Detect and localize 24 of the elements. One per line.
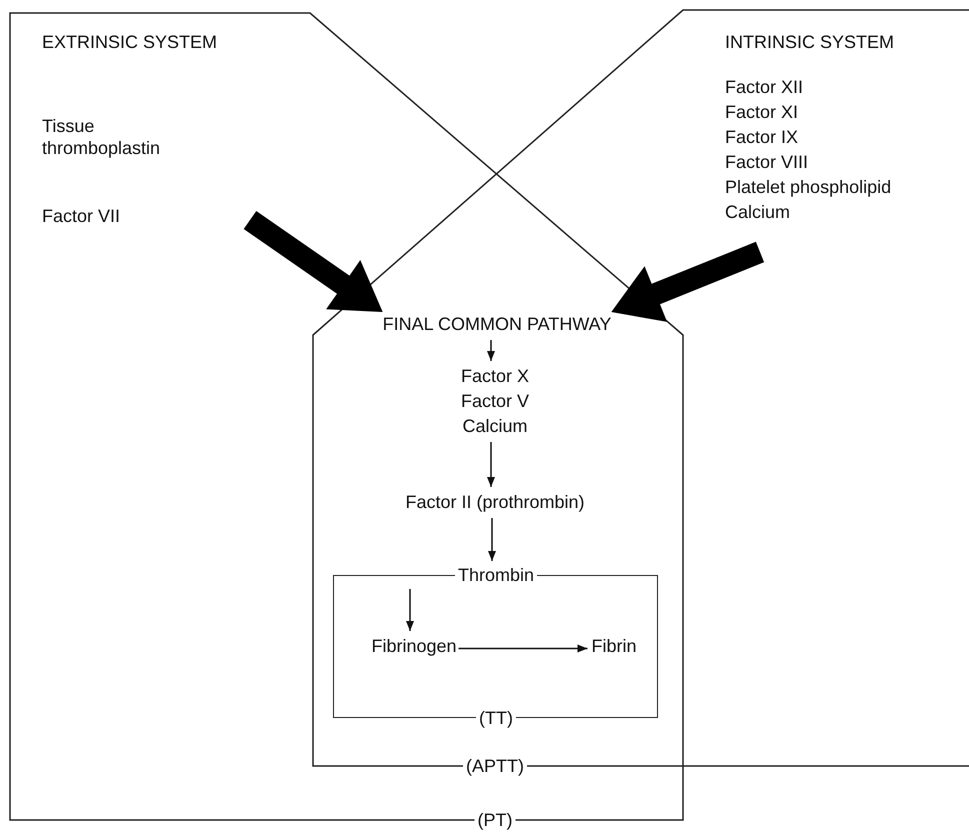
factor-label: Fibrinogen	[371, 635, 457, 658]
pathway-heading: FINAL COMMON PATHWAY	[382, 313, 612, 336]
arrow	[406, 589, 414, 631]
factor-label: Factor X	[460, 365, 530, 388]
factor-label: Calcium	[461, 415, 528, 438]
factor-label: Factor II (prothrombin)	[405, 491, 585, 514]
arrow	[244, 211, 383, 312]
arrow	[487, 442, 495, 487]
system-heading: INTRINSIC SYSTEM	[725, 31, 894, 54]
factor-label: Factor V	[460, 390, 530, 413]
arrow	[611, 242, 764, 322]
factor-label: Factor VII	[42, 205, 122, 228]
factor-label: Calcium	[725, 201, 792, 224]
arrow	[458, 644, 588, 652]
system-heading: EXTRINSIC SYSTEM	[42, 31, 218, 54]
factor-label: Factor VIII	[725, 151, 810, 174]
arrow	[487, 340, 495, 361]
product-label: Fibrin	[592, 635, 636, 658]
factor-label: Platelet phospholipid	[725, 176, 892, 199]
factor-label: Factor XI	[725, 101, 800, 124]
factor-label: Factor XII	[725, 76, 804, 99]
arrow	[488, 518, 496, 561]
factor-label: Factor IX	[725, 126, 800, 149]
factor-label: Tissue thromboplastin	[42, 115, 162, 159]
